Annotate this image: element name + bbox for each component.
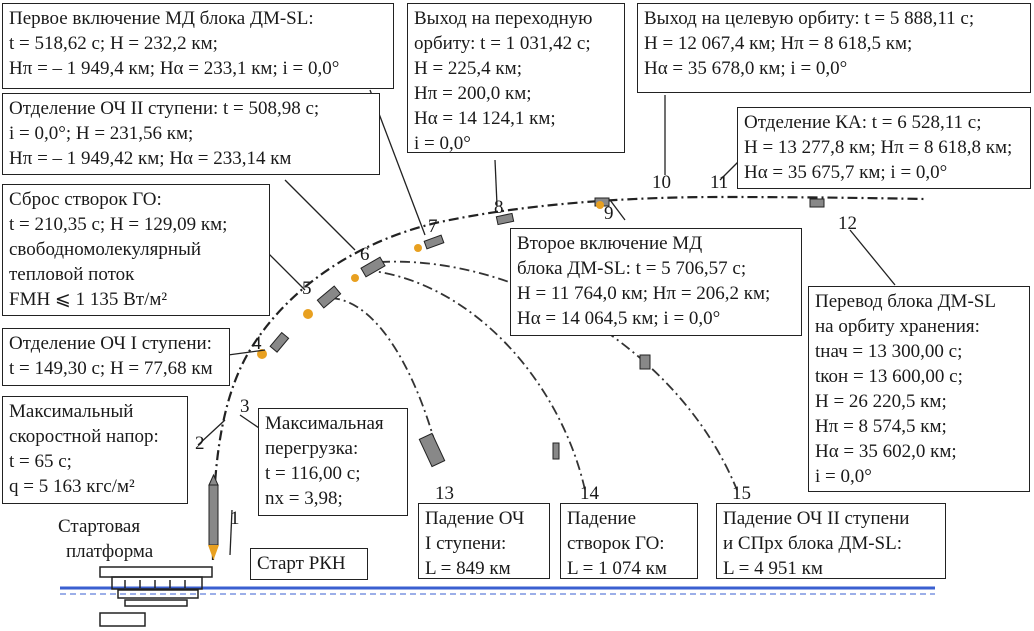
transfer-line-1: Выход на переходную [414,8,593,29]
target-line-3: Hα = 35 678,0 км; i = 0,0° [644,58,848,79]
fairing-line-5: FMH ⩽ 1 135 Вт/м² [9,289,168,310]
sc-line-3: Hα = 35 675,7 км; i = 0,0° [744,162,948,183]
maxg-line-2: перегрузка: [265,438,359,459]
box-stage1-separation: Отделение ОЧ I ступени: t = 149,30 с; H … [2,328,230,386]
box-storage-orbit: Перевод блока ДМ-SL на орбиту хранения: … [808,286,1030,492]
storage-line-1: Перевод блока ДМ-SL [815,291,996,312]
launch-label: Старт РКН [257,553,346,574]
sc-line-2: H = 13 277,8 км; Hπ = 8 618,8 км; [744,137,1013,158]
second-burn-line-4: Hα = 14 064,5 км; i = 0,0° [517,308,721,329]
target-line-1: Выход на целевую орбиту: t = 5 888,11 с; [644,8,975,29]
maxg-line-4: nx = 3,98; [265,488,343,509]
box-spacecraft-separation: Отделение КА: t = 6 528,11 с; H = 13 277… [737,107,1031,189]
platform-label: Стартовая платформа [58,514,153,564]
transfer-line-5: Hα = 14 124,1 км; [414,108,556,129]
fall2-line-3: L = 1 074 км [567,558,667,579]
storage-line-3: tнач = 13 300,00 с; [815,341,963,362]
maxq-line-3: t = 65 с; [9,451,72,472]
fall-trajectory-stage1 [329,297,441,463]
point-4: 4 [252,333,262,354]
point-10: 10 [652,172,671,193]
box-transfer-orbit: Выход на переходную орбиту: t = 1 031,42… [407,3,625,154]
storage-line-7: Hα = 35 602,0 км; [815,441,957,462]
storage-line-6: Hπ = 8 574,5 км; [815,416,947,437]
fall2-line-2: створок ГО: [567,533,665,554]
point-2: 2 [195,433,205,454]
box-max-overload: Максимальная перегрузка: t = 116,00 с; n… [258,408,408,516]
point-14: 14 [580,483,599,504]
sea-surface [60,586,935,595]
point-3: 3 [240,396,250,417]
fairing-line-1: Сброс створок ГО: [9,189,162,210]
box-target-orbit: Выход на целевую орбиту: t = 5 888,11 с;… [637,3,1031,93]
box-stage2-separation: Отделение ОЧ II ступени: t = 508,98 с; i… [2,93,380,175]
box-second-burn: Второе включение МД блока ДМ-SL: t = 5 7… [510,228,802,336]
platform-label-line-2: платформа [66,541,154,562]
point-6: 6 [360,244,370,265]
maxq-line-1: Максимальный [9,401,134,422]
stage1-line-2: t = 149,30 с; H = 77,68 км [9,358,213,379]
box-max-dynamic-pressure: Максимальный скоростной напор: t = 65 с;… [2,396,188,504]
target-line-2: H = 12 067,4 км; Hπ = 8 618,5 км; [644,33,913,54]
fall1-line-1: Падение ОЧ [425,508,525,529]
fall3-line-3: L = 4 951 км [723,558,823,579]
rocket-launch [208,473,219,560]
maxq-line-4: q = 5 163 кгс/м² [9,476,135,497]
box-fairing-jettison: Сброс створок ГО: t = 210,35 с; H = 129,… [2,184,270,316]
box-first-burn: Первое включение МД блока ДМ-SL: t = 518… [2,3,394,89]
maxg-line-1: Максимальная [265,413,384,434]
platform-label-line-1: Стартовая [58,516,141,537]
storage-line-8: i = 0,0° [815,466,872,487]
fall2-line-1: Падение [567,508,637,529]
second-burn-line-2: блока ДМ-SL: t = 5 706,57 с; [517,258,747,279]
fall3-line-1: Падение ОЧ II ступени [723,508,910,529]
point-8: 8 [494,197,504,218]
storage-line-4: tкон = 13 600,00 с; [815,366,963,387]
fairing-line-3: свободномолекулярный [9,239,202,260]
storage-line-5: H = 26 220,5 км; [815,391,947,412]
stage2-line-3: Hπ = – 1 949,42 км; Hα = 233,14 км [9,148,292,169]
ascent-trajectory [211,195,926,561]
stage2-line-2: i = 0,0°; H = 231,56 км; [9,123,194,144]
sc-line-1: Отделение КА: t = 6 528,11 с; [744,112,982,133]
fall1-line-2: I ступени: [425,533,507,554]
point-12: 12 [838,213,857,234]
storage-line-2: на орбиту хранения: [815,316,980,337]
fall3-line-2: и СПрх блока ДМ-SL: [723,533,902,554]
transfer-line-6: i = 0,0° [414,133,471,154]
point-5: 5 [302,278,312,299]
point-15: 15 [732,483,751,504]
stage2-line-1: Отделение ОЧ II ступени: t = 508,98 с; [9,98,320,119]
point-1: 1 [230,508,240,529]
transfer-line-4: Hπ = 200,0 км; [414,83,532,104]
fairing-line-4: тепловой поток [9,264,135,285]
box-fall-stage2: Падение ОЧ II ступени и СПрх блока ДМ-SL… [716,503,946,579]
fall1-line-3: L = 849 км [425,558,511,579]
box-fall-stage1: Падение ОЧ I ступени: L = 849 км [418,503,550,579]
transfer-line-3: H = 225,4 км; [414,58,522,79]
transfer-line-2: орбиту: t = 1 031,42 с; [414,33,591,54]
stage1-line-1: Отделение ОЧ I ступени: [9,333,212,354]
fall-trajectory-fairing [364,269,586,491]
first-burn-line-3: Hπ = – 1 949,4 км; Hα = 233,1 км; i = 0,… [9,58,340,79]
point-13: 13 [435,483,454,504]
fairing-line-2: t = 210,35 с; H = 129,09 км; [9,214,228,235]
point-7: 7 [428,216,438,237]
maxg-line-3: t = 116,00 с; [265,463,361,484]
point-11: 11 [710,172,729,193]
engine-flames [257,201,604,359]
point-9: 9 [604,203,614,224]
box-launch: Старт РКН [250,548,368,580]
box-fall-fairing: Падение створок ГО: L = 1 074 км [560,503,698,579]
first-burn-line-2: t = 518,62 с; H = 232,2 км; [9,33,218,54]
second-burn-line-3: H = 11 764,0 км; Hπ = 206,2 км; [517,283,771,304]
second-burn-line-1: Второе включение МД [517,233,703,254]
launch-platform-drawing [99,566,213,627]
maxq-line-2: скоростной напор: [9,426,159,447]
first-burn-line-1: Первое включение МД блока ДМ-SL: [9,8,314,29]
